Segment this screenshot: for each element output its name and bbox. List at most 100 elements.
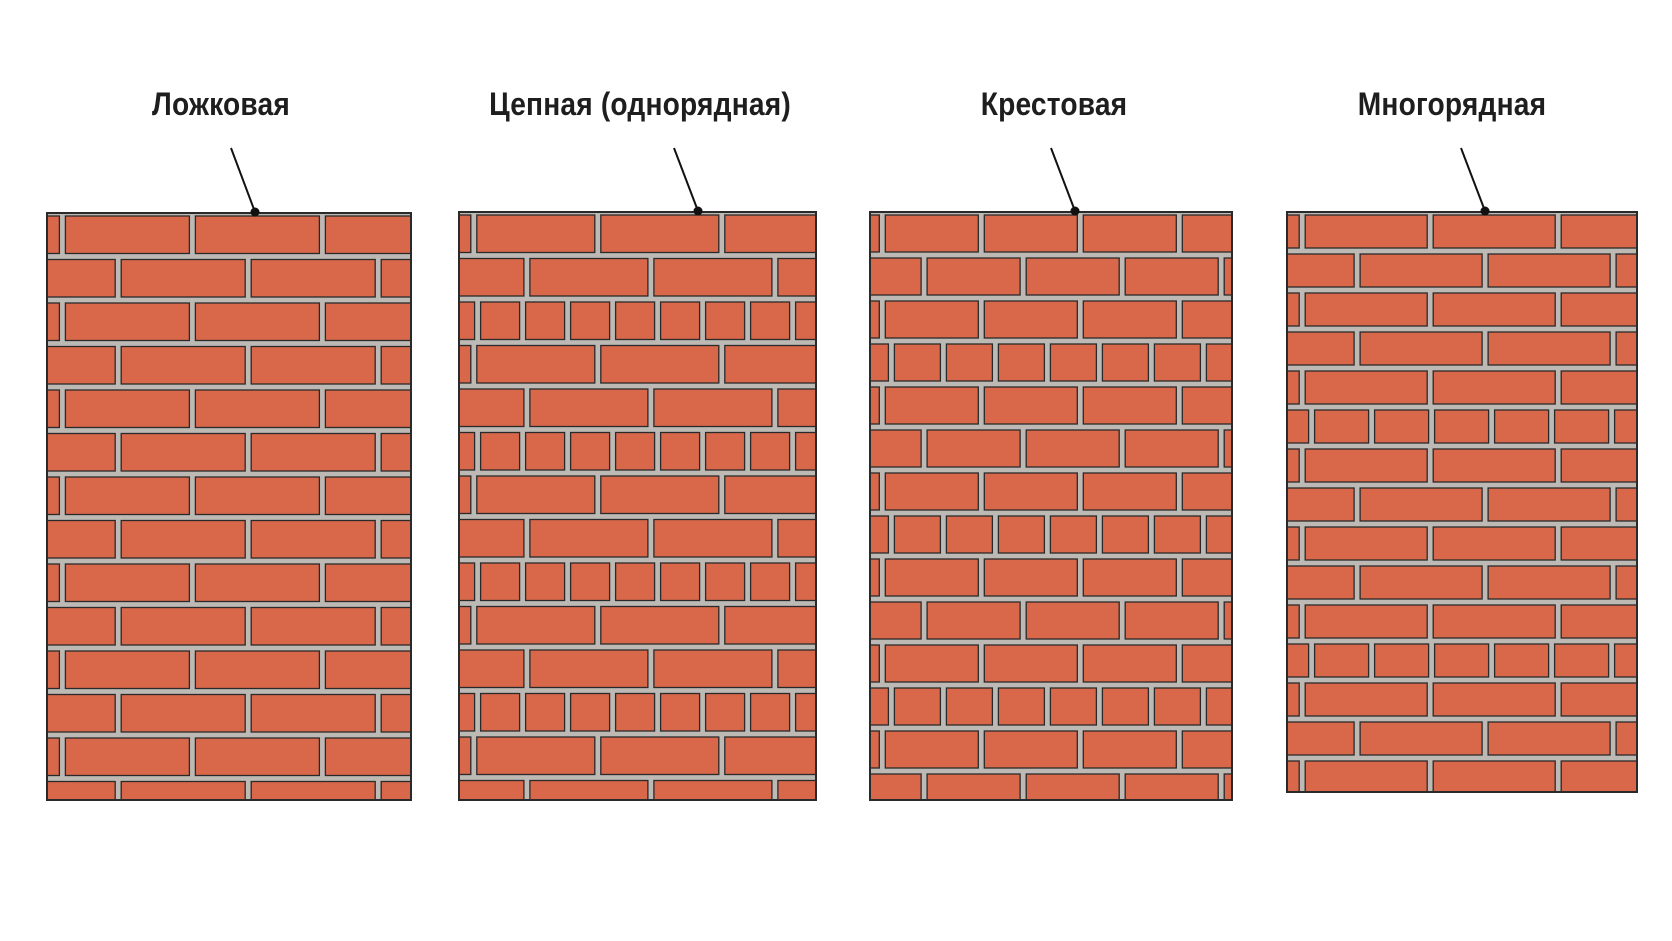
stretcher-brick [324, 563, 411, 603]
leader-line [230, 147, 256, 213]
stretcher-brick [476, 214, 596, 254]
stretcher-brick [1082, 730, 1177, 769]
stretcher-brick [1560, 682, 1637, 717]
stretcher-brick [64, 563, 191, 603]
header-brick [997, 687, 1046, 726]
stretcher-brick [250, 606, 376, 646]
stretcher-brick [870, 773, 922, 800]
stretcher-brick [1615, 487, 1637, 522]
stretcher-brick [777, 388, 816, 428]
stretcher-brick [1082, 214, 1177, 253]
stretcher-brick [194, 650, 321, 690]
header-brick [1205, 343, 1232, 382]
stretcher-brick [1082, 644, 1177, 683]
stretcher-brick [1124, 257, 1219, 296]
stretcher-brick [1124, 773, 1219, 800]
stretcher-brick [64, 650, 191, 690]
stretcher-brick [459, 475, 472, 515]
stretcher-brick [47, 650, 61, 690]
header-brick [1049, 515, 1098, 554]
stretcher-brick [250, 432, 376, 472]
stretcher-brick [459, 214, 472, 254]
stretcher-brick [120, 345, 246, 385]
header-brick [659, 692, 701, 732]
stretcher-brick [653, 518, 773, 558]
stretcher-brick [1432, 292, 1556, 327]
stretcher-brick [476, 736, 596, 776]
stretcher-brick [724, 736, 816, 776]
header-brick [1493, 409, 1550, 444]
label-chain-bond: Цепная (однорядная) [489, 86, 791, 122]
header-brick [614, 562, 656, 602]
panel-multi-row [1286, 147, 1638, 793]
stretcher-brick [1181, 644, 1232, 683]
stretcher-brick [1487, 565, 1611, 600]
stretcher-brick [1359, 565, 1483, 600]
stretcher-brick [120, 693, 246, 733]
panel-frame [1286, 211, 1638, 793]
stretcher-brick [1082, 300, 1177, 339]
stretcher-brick [476, 605, 596, 645]
stretcher-brick [47, 606, 116, 646]
header-brick [893, 687, 942, 726]
header-brick [1205, 515, 1232, 554]
stretcher-brick [459, 257, 525, 297]
stretcher-brick [1287, 526, 1300, 561]
stretcher-brick [1287, 292, 1300, 327]
stretcher-brick [47, 780, 116, 800]
stretcher-brick [1304, 526, 1428, 561]
stretcher-brick [1432, 370, 1556, 405]
header-brick [479, 562, 521, 602]
header-brick [1373, 643, 1430, 678]
stretcher-brick [1560, 760, 1637, 792]
stretcher-brick [1181, 472, 1232, 511]
stretcher-brick [884, 730, 979, 769]
stretcher-brick [600, 605, 720, 645]
brick-courses [870, 214, 1232, 800]
header-brick [614, 301, 656, 341]
stretcher-brick [1487, 487, 1611, 522]
stretcher-brick [120, 519, 246, 559]
stretcher-brick [380, 693, 411, 733]
header-brick [704, 301, 746, 341]
stretcher-brick [1359, 721, 1483, 756]
stretcher-brick [459, 518, 525, 558]
stretcher-brick [1181, 214, 1232, 253]
header-brick [749, 692, 791, 732]
header-brick [1433, 643, 1490, 678]
stretcher-brick [1287, 721, 1355, 756]
header-brick [749, 301, 791, 341]
header-brick [1433, 409, 1490, 444]
header-brick [1613, 643, 1637, 678]
leader-line [1460, 147, 1486, 212]
stretcher-brick [870, 257, 922, 296]
panel-cross [869, 147, 1233, 801]
stretcher-brick [1560, 292, 1637, 327]
header-brick [704, 431, 746, 471]
stretcher-brick [1615, 253, 1637, 288]
stretcher-brick [1487, 253, 1611, 288]
stretcher-brick [1304, 760, 1428, 792]
stretcher-brick [47, 345, 116, 385]
stretcher-brick [870, 386, 880, 425]
stretcher-brick [459, 388, 525, 428]
stretcher-brick [47, 432, 116, 472]
stretcher-brick [1025, 257, 1120, 296]
stretcher-brick [884, 214, 979, 253]
header-brick [945, 343, 994, 382]
stretcher-brick [324, 215, 411, 255]
stretcher-brick [1304, 682, 1428, 717]
stretcher-brick [380, 432, 411, 472]
stretcher-brick [1432, 448, 1556, 483]
stretcher-brick [1181, 730, 1232, 769]
header-brick [524, 562, 566, 602]
header-brick [459, 562, 476, 602]
stretcher-brick [1487, 331, 1611, 366]
stretcher-brick [777, 518, 816, 558]
header-brick [1373, 409, 1430, 444]
stretcher-brick [1560, 448, 1637, 483]
header-brick [659, 431, 701, 471]
header-brick [749, 562, 791, 602]
stretcher-brick [870, 300, 880, 339]
